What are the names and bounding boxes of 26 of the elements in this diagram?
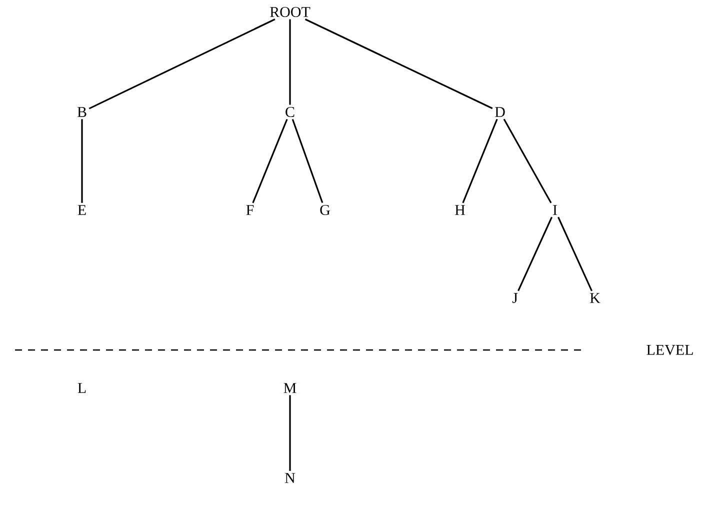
level-label: LEVEL xyxy=(646,344,693,356)
tree-node-label: M xyxy=(284,383,296,393)
tree-node-label: N xyxy=(285,473,296,483)
tree-node-label: L xyxy=(78,383,86,393)
tree-branch xyxy=(558,216,592,292)
tree-branch xyxy=(289,19,291,105)
tree-node-label: B xyxy=(77,107,86,117)
tree-branch xyxy=(518,216,552,292)
tree-branch xyxy=(462,118,498,204)
tree-node-label: D xyxy=(495,107,505,117)
tree-node-label: K xyxy=(590,293,600,303)
tree-node-label: J xyxy=(512,293,518,303)
tree-branch xyxy=(252,118,288,204)
tree-node-label: F xyxy=(246,205,254,215)
tree-node-label: G xyxy=(320,204,330,216)
tree-node-label: ROOT xyxy=(270,6,310,18)
tree-node-label: E xyxy=(78,205,86,215)
tree-branch xyxy=(289,395,291,471)
tree-node-label: I xyxy=(553,205,557,215)
tree-branch xyxy=(81,119,83,203)
tree-branch xyxy=(304,18,493,110)
tree-branch xyxy=(88,18,276,110)
tree-node-label: C xyxy=(286,106,294,118)
tree-branch xyxy=(503,118,552,204)
tree-node-label: H xyxy=(455,205,465,215)
tree-branch xyxy=(292,118,324,204)
